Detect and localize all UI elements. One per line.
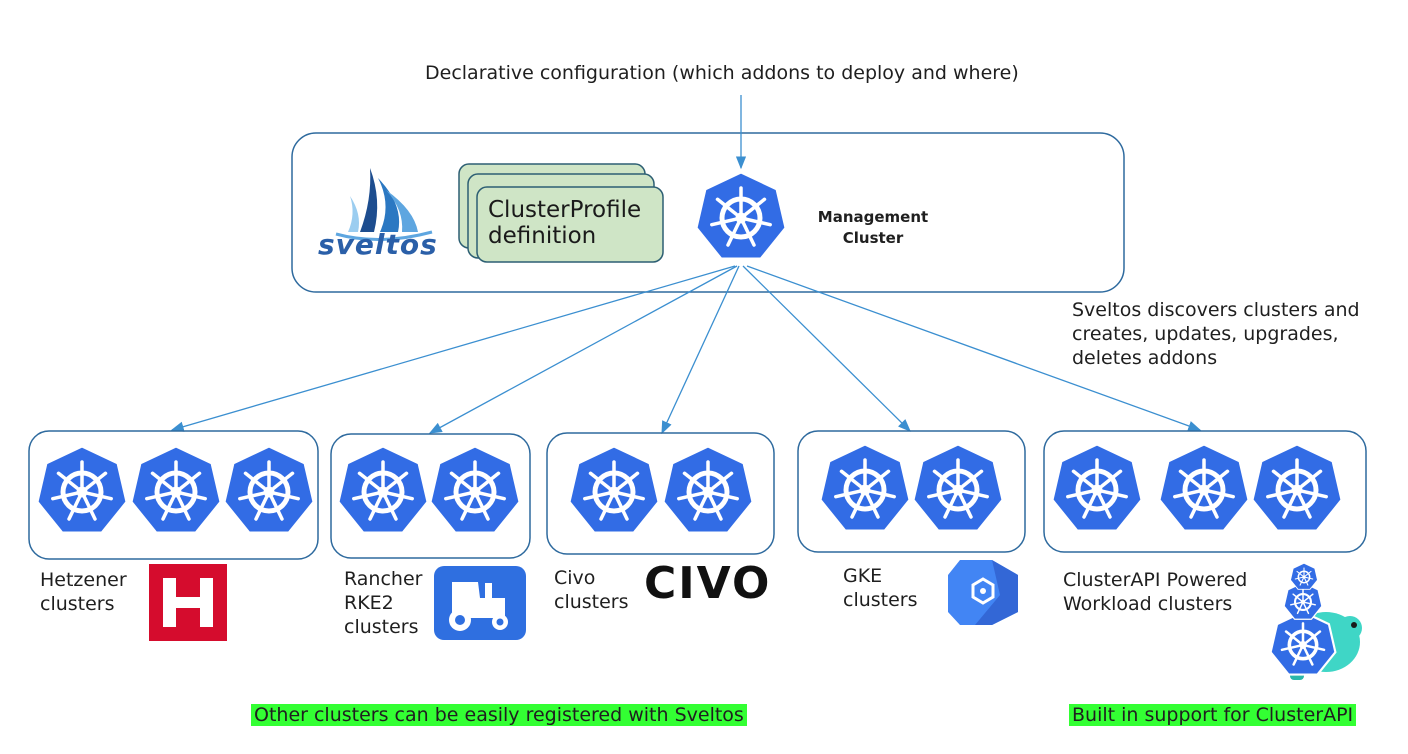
k8s-cluster-icon (1252, 444, 1342, 531)
management-label-line2: Cluster (842, 229, 904, 247)
group-box-hetzener (28, 430, 319, 560)
gke-logo-icon (948, 560, 1018, 625)
label-line: GKE (843, 565, 883, 587)
management-label-line1: Management (817, 208, 929, 226)
label-line: clusters (40, 593, 115, 615)
k8s-cluster-icon (338, 446, 428, 533)
rancher-tractor-icon (434, 566, 526, 640)
footer-right-highlight: Built in support for ClusterAPI (1069, 704, 1357, 726)
label-line: Rancher (344, 568, 423, 590)
clusterapi-turtle-icon (1268, 562, 1362, 680)
group-box-rancher (330, 433, 531, 559)
group-label-civo: Civo clusters (554, 566, 629, 614)
hetzner-logo-icon (149, 564, 227, 641)
label-line: Hetzener (40, 569, 127, 591)
group-label-rancher: Rancher RKE2 clusters (344, 567, 422, 639)
footer-left-note: Other clusters can be easily registered … (251, 703, 747, 727)
label-line: clusters (554, 591, 629, 613)
group-box-gke (797, 430, 1026, 553)
k8s-cluster-icon (569, 446, 659, 533)
k8s-cluster-icon (131, 446, 221, 533)
clusterprofile-stack (458, 163, 664, 263)
group-box-clusterapi (1043, 430, 1367, 553)
discovery-note-line3: deletes addons (1072, 347, 1218, 369)
k8s-cluster-icon (913, 444, 1003, 531)
clusterprofile-line2: definition (488, 223, 597, 249)
k8s-cluster-icon (1159, 444, 1249, 531)
label-line: RKE2 (344, 592, 394, 614)
label-line: clusters (843, 589, 918, 611)
footer-right-note: Built in support for ClusterAPI (1069, 703, 1357, 727)
footer-left-highlight: Other clusters can be easily registered … (251, 704, 747, 726)
k8s-cluster-icon (663, 446, 753, 533)
group-label-clusterapi: ClusterAPI Powered Workload clusters (1063, 568, 1247, 616)
group-box-civo (546, 432, 775, 555)
civo-logo-icon: CIVO (644, 558, 772, 609)
management-cluster-icon (696, 172, 786, 259)
k8s-cluster-icon (820, 444, 910, 531)
management-cluster-label: Management Cluster (810, 207, 936, 249)
distribution-arrows (170, 265, 1202, 435)
top-caption: Declarative configuration (which addons … (425, 62, 1019, 84)
label-line: clusters (344, 616, 419, 638)
management-box (291, 132, 1125, 293)
discovery-note-line2: creates, updates, upgrades, (1072, 323, 1339, 345)
k8s-cluster-icon (430, 446, 520, 533)
group-label-gke: GKE clusters (843, 564, 918, 612)
k8s-cluster-icon (224, 446, 314, 533)
label-line: ClusterAPI Powered (1063, 569, 1248, 591)
k8s-cluster-icon (1052, 444, 1142, 531)
discovery-note: Sveltos discovers clusters and creates, … (1072, 298, 1360, 370)
k8s-cluster-icon (37, 446, 127, 533)
sveltos-logo-icon (335, 168, 433, 241)
group-label-hetzener: Hetzener clusters (40, 568, 127, 616)
clusterprofile-line1: ClusterProfile (488, 197, 642, 223)
label-line: Civo (554, 567, 596, 589)
discovery-note-line1: Sveltos discovers clusters and (1072, 299, 1360, 321)
sveltos-logo-text: sveltos (318, 228, 438, 261)
label-line: Workload clusters (1063, 593, 1233, 615)
clusterprofile-label: ClusterProfile definition (488, 197, 641, 249)
